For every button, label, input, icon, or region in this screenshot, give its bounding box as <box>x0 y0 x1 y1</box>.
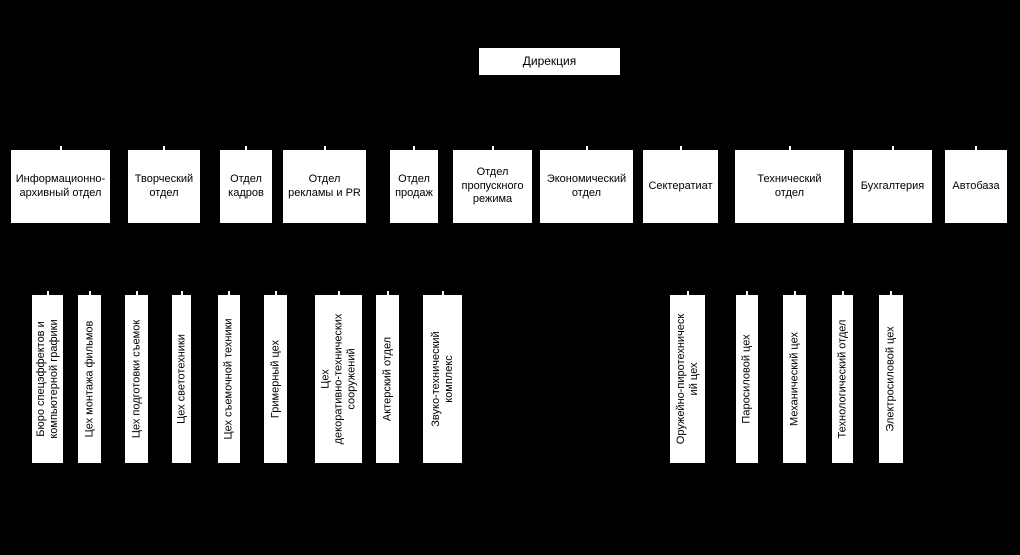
unit-box-label: Цех монтажа фильмов <box>83 320 96 438</box>
connector-tick <box>892 146 894 150</box>
unit-box-label: Электросиловой цех <box>884 326 897 432</box>
dept-box-label: Технический отдел <box>757 173 822 199</box>
org-chart-root-box: Дирекция <box>479 48 620 75</box>
unit-box-label: Паросиловой цех <box>740 334 753 424</box>
dept-box-label: Отдел пропускного режима <box>461 166 524 206</box>
connector-tick <box>245 146 247 150</box>
connector-tick <box>275 291 277 295</box>
dept-box-11: Автобаза <box>945 150 1007 223</box>
dept-box-label: Отдел кадров <box>228 173 264 199</box>
dept-box-label: Информационно- архивный отдел <box>15 173 106 199</box>
dept-box-5: Отдел продаж <box>390 150 438 223</box>
connector-tick <box>492 146 494 150</box>
unit-box-label: Механический цех <box>788 332 801 426</box>
dept-box-7: Экономический отдел <box>540 150 633 223</box>
connector-tick <box>442 291 444 295</box>
dept-box-3: Отдел кадров <box>220 150 272 223</box>
connector-tick <box>413 146 415 150</box>
connector-tick <box>586 146 588 150</box>
connector-tick <box>89 291 91 295</box>
connector-tick <box>975 146 977 150</box>
connector-tick <box>789 146 791 150</box>
connector-tick <box>746 291 748 295</box>
dept-box-9: Технический отдел <box>735 150 844 223</box>
unit-box-label: Актерский отдел <box>381 336 394 422</box>
unit-box-2: Цех монтажа фильмов <box>78 295 101 463</box>
dept-box-label: Автобаза <box>952 179 1000 192</box>
connector-tick <box>60 146 62 150</box>
connector-tick <box>228 291 230 295</box>
dept-box-10: Бухгалтерия <box>853 150 932 223</box>
unit-box-8: Актерский отдел <box>376 295 399 463</box>
unit-box-label: Цех подготовки съемок <box>130 319 143 439</box>
connector-tick <box>136 291 138 295</box>
dept-box-label: Бухгалтерия <box>860 179 925 192</box>
unit-box-label: Оружейно-пиротехническ ий цех <box>674 313 700 445</box>
unit-box-12: Механический цех <box>783 295 806 463</box>
unit-box-label: Гримерный цех <box>269 339 282 419</box>
unit-box-7: Цех декоративно-технических сооружений <box>315 295 362 463</box>
dept-box-8: Сектератиат <box>643 150 718 223</box>
unit-box-1: Бюро спецэффектов и компьютерной графики <box>32 295 63 463</box>
connector-tick <box>163 146 165 150</box>
connector-tick <box>181 291 183 295</box>
connector-tick <box>338 291 340 295</box>
connector-tick <box>324 146 326 150</box>
connector-tick <box>842 291 844 295</box>
dept-box-6: Отдел пропускного режима <box>453 150 532 223</box>
unit-box-label: Цех светотехники <box>175 334 188 424</box>
connector-tick <box>687 291 689 295</box>
dept-box-1: Информационно- архивный отдел <box>11 150 110 223</box>
connector-tick <box>794 291 796 295</box>
unit-box-label: Звуко-технический комплекс <box>429 331 455 427</box>
dept-box-label: Отдел продаж <box>395 173 433 199</box>
unit-box-label: Цех съемочной техники <box>222 318 235 440</box>
connector-tick <box>387 291 389 295</box>
root-box-label: Дирекция <box>522 53 577 68</box>
connector-tick <box>680 146 682 150</box>
connector-tick <box>890 291 892 295</box>
dept-box-label: Творческий отдел <box>134 173 194 199</box>
unit-box-label: Технологический отдел <box>836 319 849 439</box>
unit-box-label: Цех декоративно-технических сооружений <box>319 313 357 445</box>
unit-box-5: Цех съемочной техники <box>218 295 240 463</box>
unit-box-9: Звуко-технический комплекс <box>423 295 462 463</box>
dept-box-label: Сектератиат <box>648 179 713 192</box>
unit-box-4: Цех светотехники <box>172 295 191 463</box>
connector-tick <box>47 291 49 295</box>
dept-box-4: Отдел рекламы и PR <box>283 150 366 223</box>
unit-box-3: Цех подготовки съемок <box>125 295 148 463</box>
unit-box-10: Оружейно-пиротехническ ий цех <box>670 295 705 463</box>
unit-box-6: Гримерный цех <box>264 295 287 463</box>
unit-box-14: Электросиловой цех <box>879 295 903 463</box>
unit-box-11: Паросиловой цех <box>736 295 758 463</box>
dept-box-label: Отдел рекламы и PR <box>288 173 361 199</box>
dept-box-2: Творческий отдел <box>128 150 200 223</box>
unit-box-13: Технологический отдел <box>832 295 853 463</box>
unit-box-label: Бюро спецэффектов и компьютерной графики <box>34 319 60 439</box>
dept-box-label: Экономический отдел <box>546 173 627 199</box>
